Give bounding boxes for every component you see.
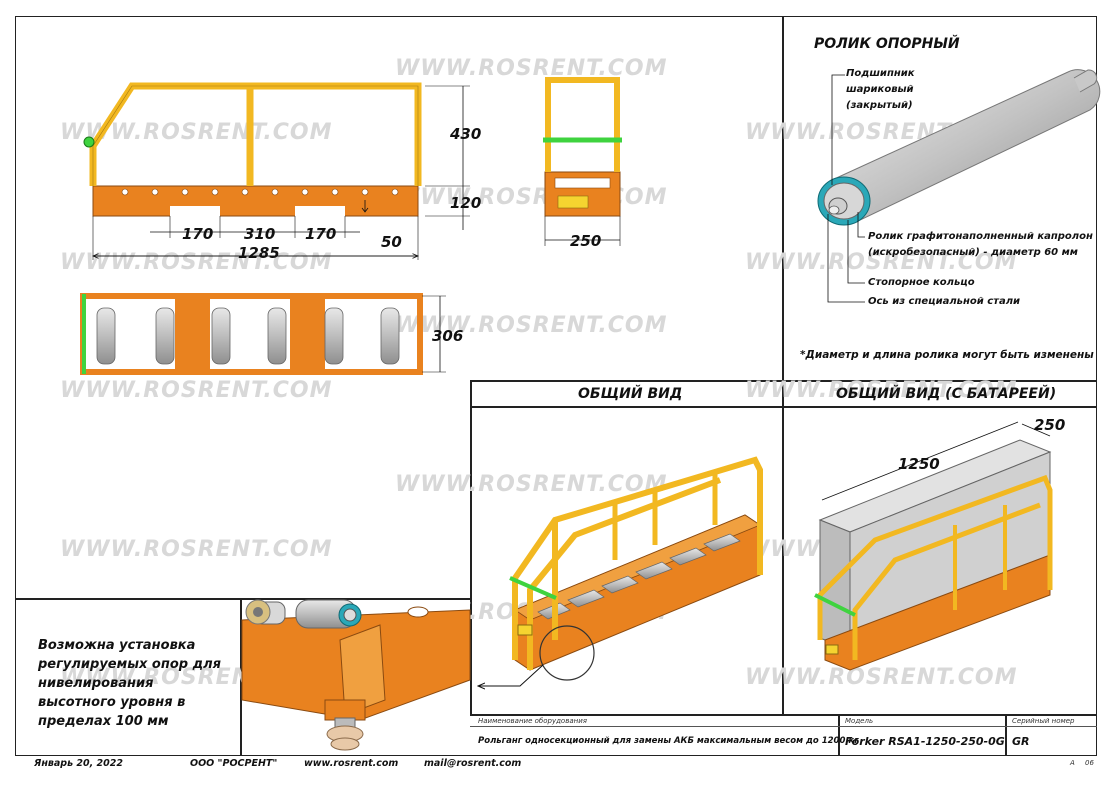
divider-views-left	[470, 380, 472, 714]
dim-side-width: 250	[570, 232, 602, 250]
equipment-name-label: Наименование оборудования	[478, 717, 587, 725]
roller-title: РОЛИК ОПОРНЫЙ	[814, 36, 960, 52]
dim-span-c: 170	[305, 225, 337, 243]
watermark: WWW.ROSRENT.COM	[60, 537, 333, 562]
dim-plan-width: 306	[432, 327, 464, 345]
title-block-sep2	[1005, 714, 1007, 756]
sheet-border	[15, 16, 1097, 756]
general-view-title: ОБЩИЙ ВИД	[578, 386, 683, 402]
serial-value: GR	[1012, 735, 1030, 748]
watermark: WWW.ROSRENT.COM	[60, 250, 333, 275]
watermark: WWW.ROSRENT.COM	[745, 250, 1018, 275]
watermark: WWW.ROSRENT.COM	[395, 472, 668, 497]
divider-views	[470, 380, 1097, 382]
detail-divider	[240, 598, 242, 756]
dim-battery-width: 250	[1034, 416, 1066, 434]
footer-website: www.rosrent.com	[304, 758, 399, 769]
title-block-sep1	[838, 714, 840, 756]
end-elevation-view	[543, 77, 622, 246]
dim-length: 1285	[238, 244, 280, 262]
detail-box	[15, 598, 470, 600]
label-retaining-ring: Стопорное кольцо	[868, 277, 975, 288]
adjustable-feet-note: Возможна установка регулируемых опор для…	[38, 638, 221, 729]
roller-footnote: *Диаметр и длина ролика могут быть измен…	[800, 349, 1094, 361]
plan-view	[80, 293, 446, 375]
isometric-battery-view	[814, 421, 1053, 671]
dim-span-b: 310	[244, 225, 276, 243]
divider-views-mid	[782, 380, 784, 714]
side-elevation-view	[83, 82, 470, 260]
watermark: WWW.ROSRENT.COM	[395, 56, 668, 81]
dim-height-lower: 120	[450, 194, 482, 212]
watermark: WWW.ROSRENT.COM	[745, 378, 1018, 403]
equipment-name-value: Рольганг односекционный для замены АКБ м…	[478, 736, 859, 746]
label-roller-material: Ролик графитонаполненный капролон	[868, 231, 1093, 242]
sheet-number: 06	[1085, 759, 1094, 767]
label-axle: Ось из специальной стали	[868, 296, 1021, 307]
footer-date: Январь 20, 2022	[34, 758, 123, 769]
watermark: WWW.ROSRENT.COM	[395, 185, 668, 210]
label-roller-material: (искробезопасный) - диаметр 60 мм	[868, 247, 1078, 258]
divider-views-titles	[470, 406, 1097, 408]
dim-height-upper: 430	[450, 125, 482, 143]
dim-gap: 50	[381, 233, 402, 251]
label-bearing: (закрытый)	[846, 100, 913, 111]
battery-view-title: ОБЩИЙ ВИД (С БАТАРЕЕЙ)	[836, 386, 1057, 402]
label-bearing: Подшипник	[846, 68, 915, 79]
roller-detail-illustration	[817, 69, 1101, 303]
dim-battery-length: 1250	[898, 455, 940, 473]
title-block-top	[470, 714, 1097, 716]
model-label: Модель	[845, 717, 874, 725]
footer-company: ООО "РОСРЕНТ"	[190, 758, 278, 769]
footer-email: mail@rosrent.com	[424, 758, 522, 769]
adjustable-foot-detail	[241, 599, 471, 754]
label-bearing: шариковый	[846, 84, 914, 95]
watermark: WWW.ROSRENT.COM	[745, 665, 1018, 690]
serial-label: Серийный номер	[1012, 717, 1075, 725]
isometric-general-view	[478, 456, 763, 686]
sheet-format: А	[1070, 759, 1075, 767]
dim-span-a: 170	[182, 225, 214, 243]
divider-right-panel	[782, 16, 784, 380]
watermark: WWW.ROSRENT.COM	[60, 378, 333, 403]
title-block-hline	[470, 726, 1097, 727]
model-value: Forker RSA1-1250-250-0G	[845, 735, 1005, 748]
